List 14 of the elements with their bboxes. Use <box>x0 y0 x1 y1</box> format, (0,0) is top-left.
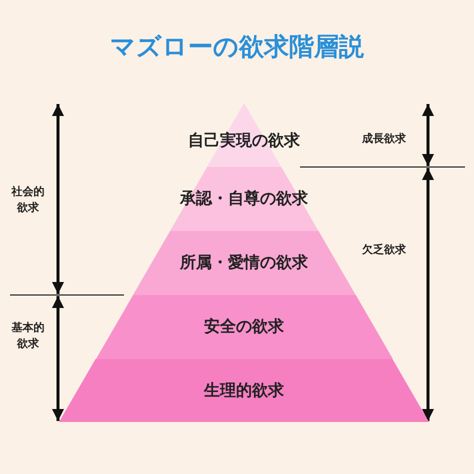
level-label: 承認・自尊の欲求 <box>180 188 308 210</box>
bracket-label: 成長欲求 <box>361 131 407 147</box>
bracket-label: 社会的欲求 <box>10 184 46 216</box>
bracket-label: 基本的欲求 <box>10 320 46 352</box>
level-label: 安全の欲求 <box>204 316 284 338</box>
level-label: 所属・愛情の欲求 <box>180 252 308 274</box>
bracket-label: 欠乏欲求 <box>361 242 407 258</box>
level-label: 自己実現の欲求 <box>188 130 300 152</box>
pyramid-level <box>170 167 318 231</box>
title: マズローの欲求階層説 <box>109 31 365 63</box>
level-label: 生理的欲求 <box>204 380 284 402</box>
pyramid-level <box>132 231 356 295</box>
pyramid-level <box>59 359 429 422</box>
pyramid-level <box>96 295 392 359</box>
